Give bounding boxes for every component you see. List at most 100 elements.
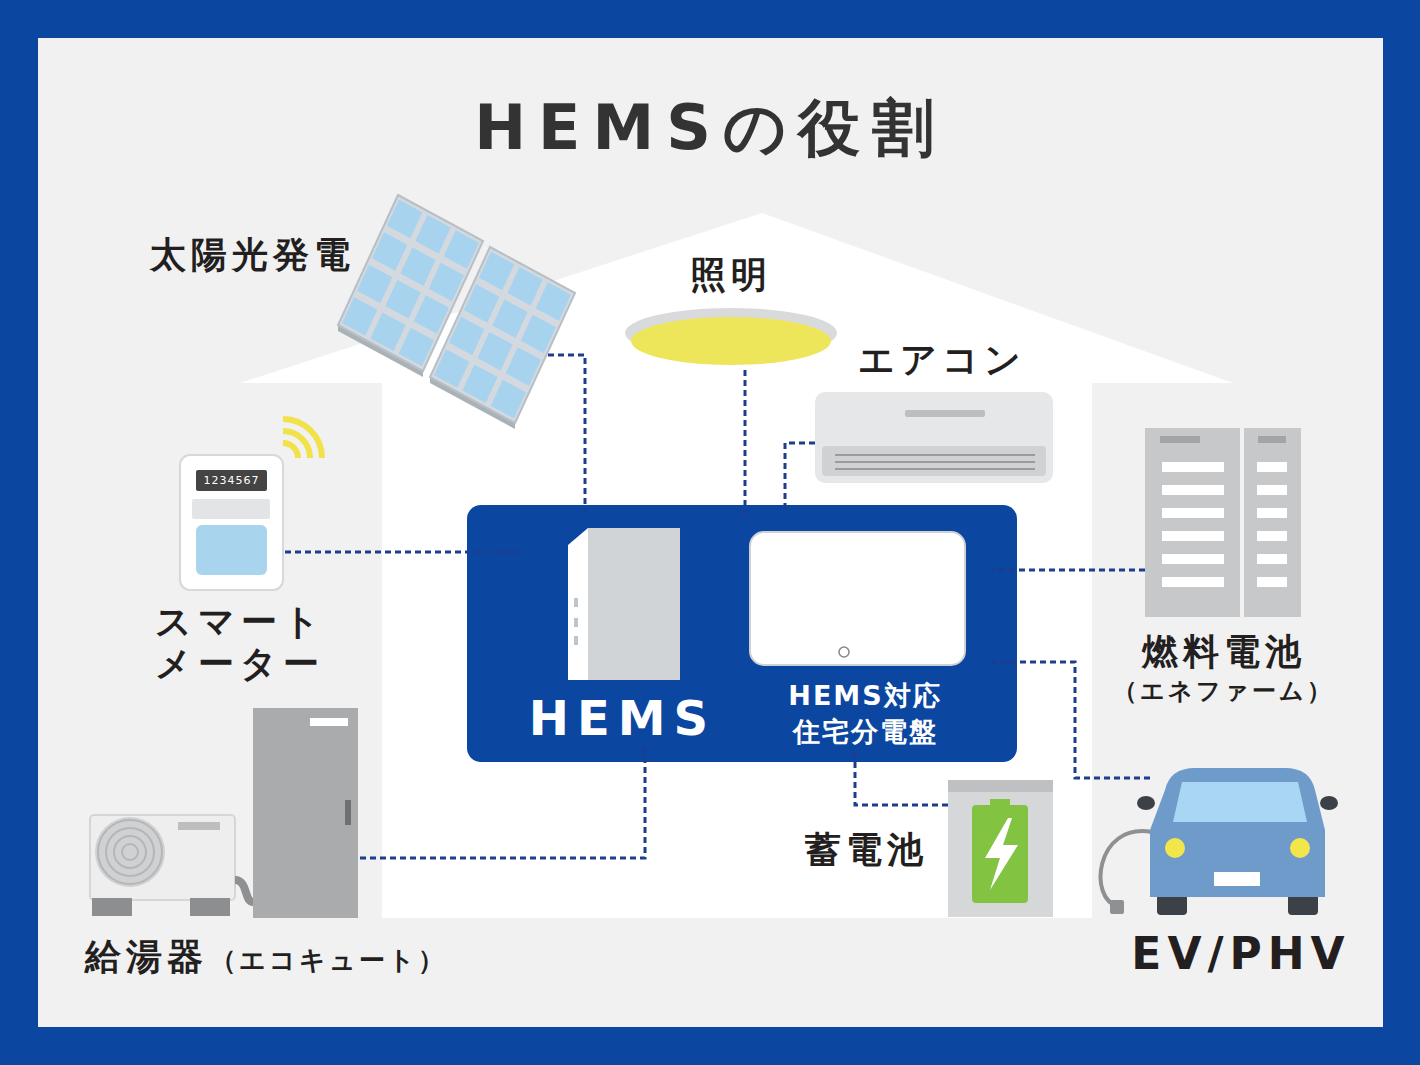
label-group: 照明 <box>625 253 837 296</box>
electric-car-part <box>1214 872 1260 886</box>
label-group: 蓄電池 <box>805 828 940 871</box>
label-group: 太陽光発電 <box>150 233 365 276</box>
label-group: HEMS <box>520 690 725 748</box>
storage-battery <box>948 780 1053 917</box>
air-conditioner-part <box>835 454 1035 456</box>
fuel-cell <box>1145 428 1301 617</box>
dashed-connector <box>360 748 645 858</box>
solar-panel-part <box>449 317 484 356</box>
electric-car-part <box>1173 782 1307 822</box>
dashed-connector <box>548 355 585 515</box>
solar-panel-part <box>387 200 422 239</box>
ceiling-light <box>625 308 837 365</box>
solar-panel-part <box>434 349 469 388</box>
solar-panel-part <box>357 265 392 304</box>
dashed-connector <box>855 748 948 805</box>
fuel-cell-part <box>1257 531 1287 541</box>
water-heater-part <box>253 708 358 918</box>
label-group: 給湯器（エコキュート） <box>85 935 505 978</box>
distribution-board-part <box>750 532 965 665</box>
smart-meter-node: スマート メーター <box>180 453 285 592</box>
device-label: 燃料電池 <box>1142 630 1306 673</box>
solar-panel <box>338 195 575 429</box>
house-outline <box>240 213 1233 918</box>
air-conditioner-part <box>822 446 1046 476</box>
fuel-cell-part <box>1162 554 1224 564</box>
storage-battery-part <box>972 805 1028 903</box>
fuel-cell-part <box>1160 436 1200 443</box>
air-conditioner-part <box>835 461 1035 463</box>
water-heater-part <box>95 817 165 887</box>
dashed-connector <box>785 443 815 515</box>
device-sublabel: （エネファーム） <box>1113 677 1334 706</box>
water-heater <box>90 708 358 918</box>
water-heater-part <box>98 820 162 884</box>
electric-car-part <box>1320 796 1338 810</box>
label-group: 燃料電池 （エネファーム） <box>1065 630 1382 706</box>
label-group: HEMS対応 住宅分電盤 <box>740 678 990 750</box>
distribution-board <box>750 532 965 665</box>
hems-device-part <box>568 528 588 680</box>
storage-battery-node: 蓄電池 <box>948 778 1053 918</box>
solar-power-node: 太陽光発電 <box>335 192 548 425</box>
hems-device-part <box>574 636 578 645</box>
diagram-title: HEMSの役割 <box>0 86 1420 170</box>
fuel-cell-part <box>1162 462 1224 472</box>
solar-panel-part <box>370 312 405 351</box>
air-conditioner <box>815 392 1053 483</box>
water-heater-part <box>190 898 230 916</box>
solar-panel-part <box>477 332 512 371</box>
label-group: エアコン <box>858 338 1058 381</box>
smart-meter-part <box>283 419 322 458</box>
electric-car-part <box>1110 900 1124 914</box>
solar-panel-part <box>399 328 434 367</box>
hems-device-part <box>574 618 578 627</box>
water-heater-part <box>106 828 154 876</box>
label-group: スマート メーター <box>155 601 355 685</box>
hems-device-part <box>588 528 680 680</box>
smart-meter-part <box>196 525 267 575</box>
smart-meter-part <box>196 470 267 491</box>
water-heater-part <box>90 815 235 900</box>
fuel-cell-part <box>1162 508 1224 518</box>
lighting-node: 照明 <box>625 303 837 370</box>
smart-meter-part <box>192 499 270 519</box>
dashed-connector <box>285 551 520 554</box>
ceiling-light-part <box>631 317 831 365</box>
fuel-cell-part <box>1257 462 1287 472</box>
fuel-cell-part <box>1162 531 1224 541</box>
device-label: エアコン <box>858 338 1026 381</box>
smart-meter-part <box>180 455 283 590</box>
fuel-cell-part <box>1162 485 1224 495</box>
fuel-cell-node: 燃料電池（エネファーム） <box>1145 427 1302 617</box>
water-heater-part <box>114 836 146 868</box>
dashed-connector <box>744 370 747 515</box>
solar-panel-part <box>385 280 420 319</box>
device-label: スマート メーター <box>155 601 335 685</box>
air-conditioner-node: エアコン <box>815 390 1053 485</box>
solar-panel-part <box>491 380 526 419</box>
solar-panel-part <box>536 282 571 321</box>
electric-car-part <box>1150 768 1325 897</box>
storage-battery-part <box>985 818 1018 890</box>
device-label: 太陽光発電 <box>150 233 355 276</box>
electric-car-part <box>1290 838 1310 858</box>
solar-panel-part <box>414 295 449 334</box>
device-label: HEMS <box>529 690 716 748</box>
distribution-board-part <box>839 647 849 657</box>
storage-battery-part <box>990 799 1010 806</box>
background-panel <box>38 38 1383 1027</box>
electric-car-part <box>1137 796 1155 810</box>
solar-panel-part <box>507 267 542 306</box>
label-group: EV/PHV <box>1111 928 1371 981</box>
electric-car-part <box>1101 831 1152 906</box>
water-heater-part <box>92 898 132 916</box>
solar-panel-part <box>400 247 435 286</box>
fuel-cell-part <box>1162 577 1224 587</box>
solar-panel-part <box>430 247 575 423</box>
distribution-board-node: HEMS対応 住宅分電盤 <box>740 515 990 748</box>
air-conditioner-part <box>815 392 1053 483</box>
solar-panel-part <box>342 297 377 336</box>
storage-battery-part <box>948 780 1053 917</box>
